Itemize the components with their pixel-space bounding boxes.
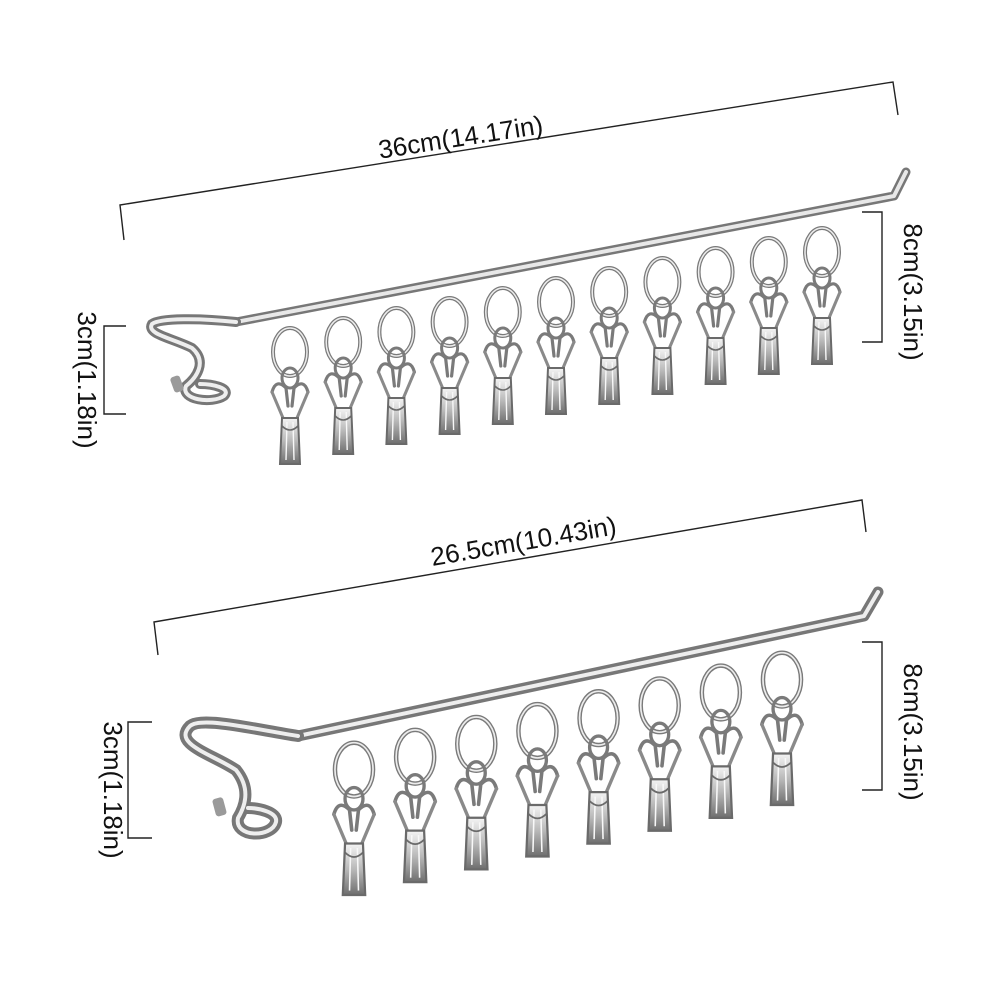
clothes-pin-clip bbox=[376, 306, 416, 445]
hook-dimension-small: 3cm(1.18in) bbox=[98, 721, 152, 859]
hook-label-small: 3cm(1.18in) bbox=[98, 721, 128, 858]
clothes-pin-clip bbox=[802, 226, 842, 365]
clothes-pin-clip bbox=[760, 650, 804, 807]
clothes-pin-clip bbox=[332, 740, 376, 897]
hook-dimension-large: 3cm(1.18in) bbox=[72, 311, 126, 449]
clothes-pin-clip bbox=[454, 714, 499, 871]
clothes-pin-clip bbox=[323, 316, 363, 455]
clip-row-large bbox=[270, 226, 842, 465]
rack-small: 26.5cm(10.43in) 8cm(3.15in) 3cm(1.18in) bbox=[98, 499, 928, 897]
clothes-pin-clip bbox=[515, 701, 560, 858]
rack-large: 36cm(14.17in) 8cm(3.15in) 3cm(1.18in) bbox=[72, 81, 928, 465]
clothes-pin-clip bbox=[483, 286, 523, 425]
clothes-pin-clip bbox=[749, 236, 789, 375]
clothes-pin-clip bbox=[589, 266, 629, 405]
clothes-pin-clip bbox=[698, 663, 743, 820]
width-label-small: 26.5cm(10.43in) bbox=[428, 510, 618, 572]
clothes-pin-clip bbox=[642, 256, 683, 395]
width-label-large: 36cm(14.17in) bbox=[376, 110, 545, 165]
hanger-bar-small bbox=[179, 586, 884, 840]
clothes-pin-clip bbox=[576, 689, 621, 845]
height-label-small: 8cm(3.15in) bbox=[898, 663, 928, 800]
width-dimension-small: 26.5cm(10.43in) bbox=[153, 499, 867, 656]
clothes-pin-clip bbox=[393, 727, 438, 884]
clothes-pin-clip bbox=[270, 326, 310, 465]
clip-row-small bbox=[332, 650, 804, 897]
clothes-pin-clip bbox=[695, 246, 736, 385]
hook-label-large: 3cm(1.18in) bbox=[72, 311, 102, 448]
hanger-bar-large bbox=[146, 167, 911, 406]
clothes-pin-clip bbox=[430, 296, 470, 435]
height-dimension-small: 8cm(3.15in) bbox=[862, 641, 928, 801]
clothes-pin-clip bbox=[536, 276, 576, 415]
height-dimension-large: 8cm(3.15in) bbox=[862, 211, 928, 361]
height-label-large: 8cm(3.15in) bbox=[898, 223, 928, 360]
clothes-pin-clip bbox=[637, 676, 682, 832]
